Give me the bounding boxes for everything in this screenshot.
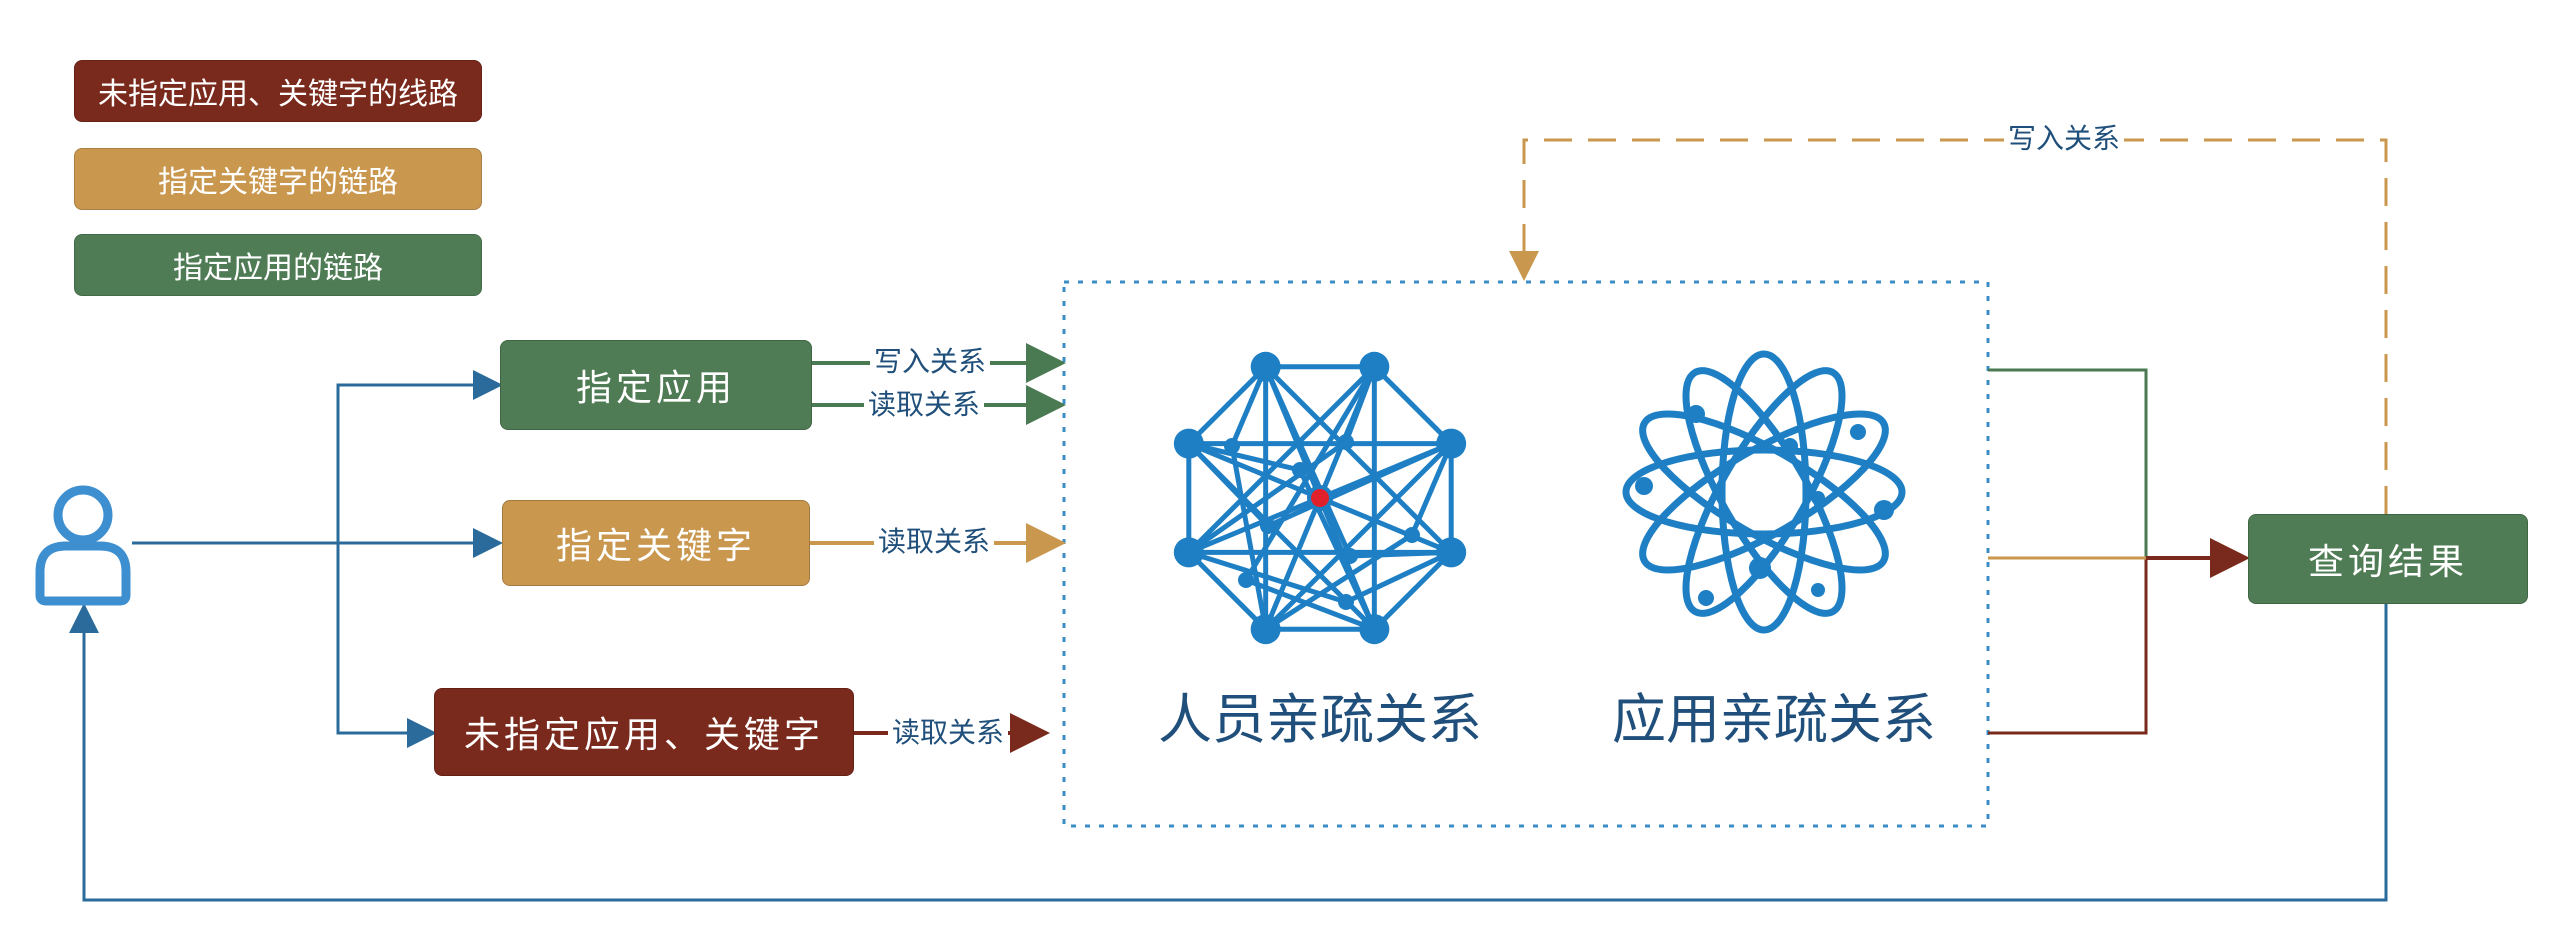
network-node <box>1338 434 1354 450</box>
atom-orbit-icon <box>1622 350 1906 634</box>
return-to-user-connector <box>69 603 2388 902</box>
network-edge <box>1187 441 1270 528</box>
network-node <box>1173 537 1204 568</box>
network-edge <box>1245 577 1376 632</box>
network-node <box>1359 614 1390 645</box>
network-node <box>1359 351 1390 382</box>
network-node <box>1292 462 1308 478</box>
network-edge <box>1187 495 1321 555</box>
people-relations-label: 人员亲疏关系 <box>1158 688 1482 751</box>
network-edge <box>1263 497 1323 631</box>
network-edge <box>1188 549 1347 605</box>
network-edge <box>1409 442 1454 536</box>
network-graph-icon <box>1173 351 1467 645</box>
network-edge <box>1229 445 1269 630</box>
network-node <box>1238 572 1254 588</box>
network-edge <box>1266 441 1453 529</box>
network-edge <box>1372 365 1453 446</box>
network-node <box>1173 428 1204 459</box>
label-unspecified-read: 读取关系 <box>888 716 1009 750</box>
network-node <box>1342 548 1358 564</box>
app-relations-label: 应用亲疏关系 <box>1612 688 1936 751</box>
network-node <box>1338 594 1354 610</box>
output-red-connector <box>1988 558 2148 735</box>
network-edge <box>1243 365 1377 582</box>
legend-app: 指定应用的链路 <box>74 234 482 296</box>
user-branch-connectors <box>132 370 503 748</box>
network-edge <box>1319 495 1453 555</box>
label-keyword-read: 读取关系 <box>874 525 995 559</box>
network-edge <box>1187 550 1268 631</box>
network-node <box>1436 537 1467 568</box>
network-node <box>1224 438 1240 454</box>
legend-keyword: 指定关键字的链路 <box>74 148 482 210</box>
network-edge <box>1264 532 1414 632</box>
network-node <box>1250 351 1281 382</box>
feedback-write-connector <box>1509 138 2388 514</box>
node-specified-keyword: 指定关键字 <box>502 500 810 586</box>
output-green-connector <box>1988 368 2148 558</box>
legend-unspecified: 未指定应用、关键字的线路 <box>74 60 482 122</box>
network-node <box>1260 518 1276 534</box>
network-node <box>1436 428 1467 459</box>
network-node <box>1250 614 1281 645</box>
network-edge <box>1188 441 1301 473</box>
network-edge <box>1372 550 1453 631</box>
label-app-read: 读取关系 <box>864 388 985 422</box>
node-specified-app: 指定应用 <box>500 340 812 430</box>
network-edge <box>1187 365 1268 446</box>
node-unspecified: 未指定应用、关键字 <box>434 688 854 776</box>
network-edge <box>1344 550 1453 605</box>
node-query-result: 查询结果 <box>2248 514 2528 604</box>
network-center-node <box>1307 485 1333 511</box>
user-icon <box>35 485 131 606</box>
network-node <box>1404 527 1420 543</box>
network-edge <box>1187 365 1377 555</box>
label-app-write: 写入关系 <box>870 345 991 379</box>
network-edge <box>1349 549 1452 559</box>
network-edge <box>1263 365 1353 558</box>
label-feedback-write: 写入关系 <box>2004 122 2125 156</box>
